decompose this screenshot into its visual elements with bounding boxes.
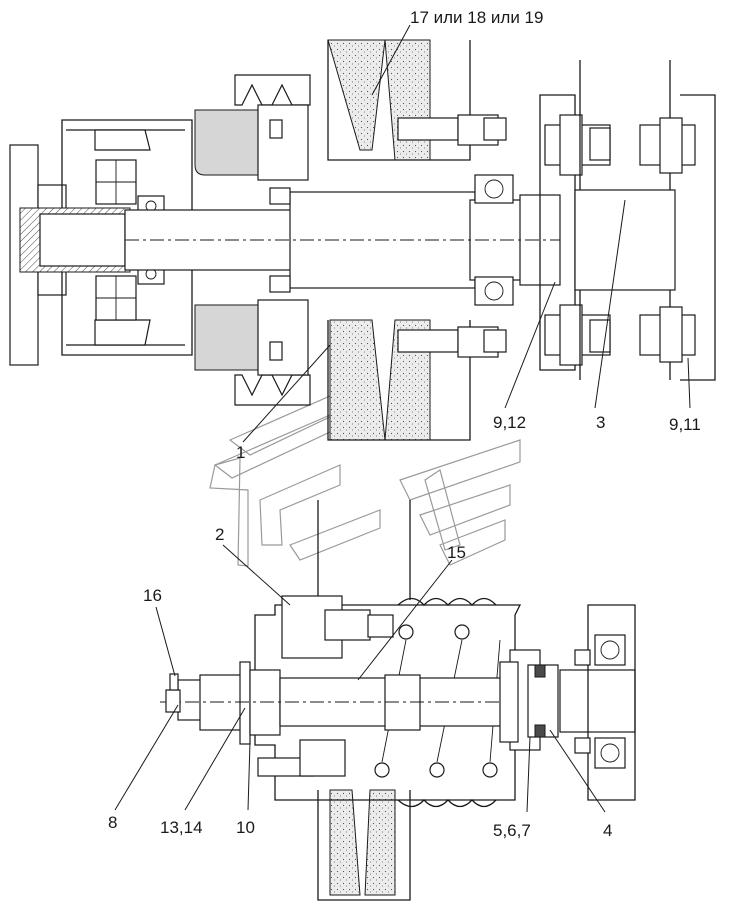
callout-8: 8 bbox=[108, 813, 117, 832]
top-assembly bbox=[9, 39, 716, 441]
callout-2: 2 bbox=[215, 525, 224, 544]
top-pulley-sheave bbox=[327, 39, 386, 151]
callout-10: 10 bbox=[236, 818, 255, 837]
callout-1: 1 bbox=[236, 443, 245, 462]
callout-9-11: 9,11 bbox=[669, 415, 701, 434]
callout-4: 4 bbox=[603, 821, 612, 840]
callout-13-14: 13,14 bbox=[160, 818, 203, 837]
callout-9-12: 9,12 bbox=[493, 413, 526, 432]
callout-16: 16 bbox=[143, 586, 162, 605]
watermark-logo bbox=[209, 384, 521, 567]
callout-5-6-7: 5,6,7 bbox=[493, 821, 531, 840]
callout-labels: 17 или 18 или 19 1 3 9,12 9,11 2 15 16 8… bbox=[108, 8, 701, 840]
callout-15: 15 bbox=[447, 543, 466, 562]
top-coupling-hub bbox=[574, 189, 676, 291]
leader-lines bbox=[114, 24, 691, 813]
callout-3: 3 bbox=[596, 413, 605, 432]
bottom-assembly bbox=[160, 500, 636, 901]
callout-17-18-19: 17 или 18 или 19 bbox=[410, 8, 543, 27]
